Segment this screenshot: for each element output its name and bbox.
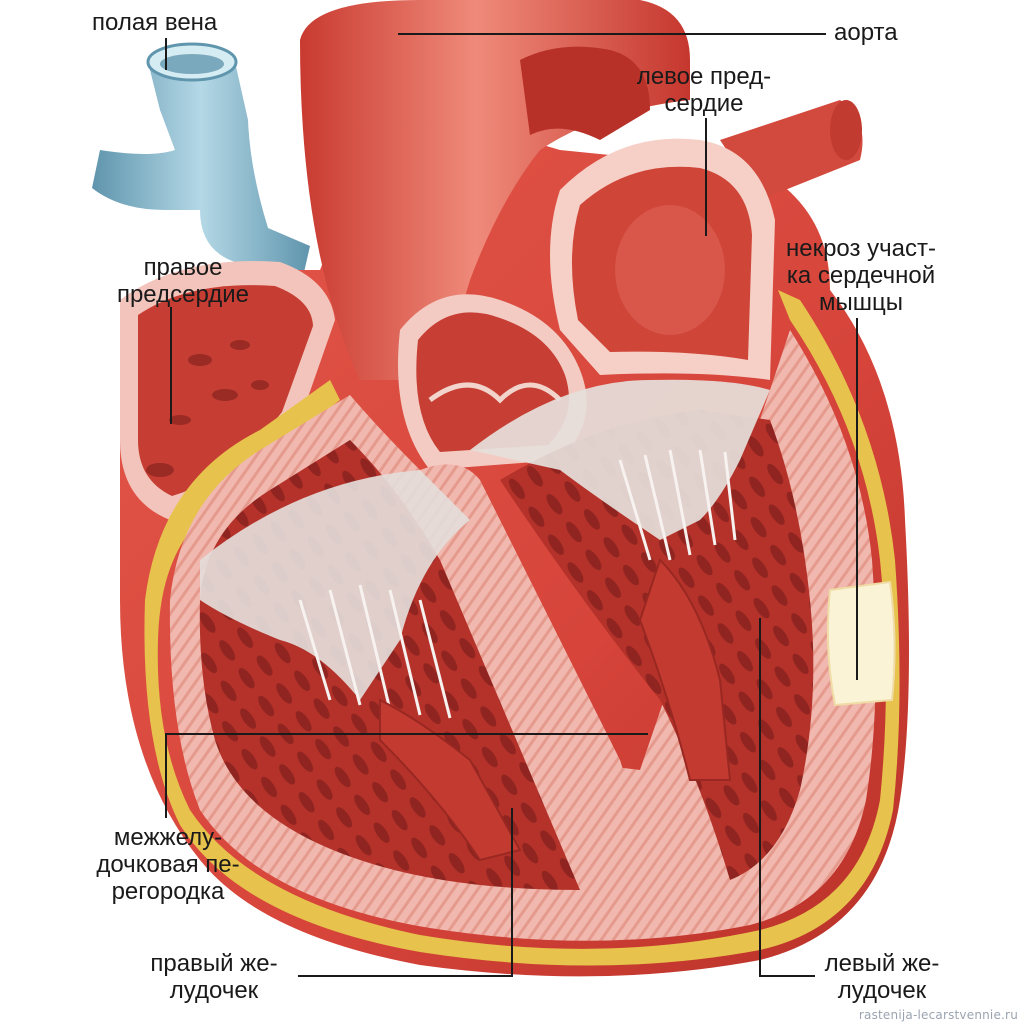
- necrosis-area: [826, 580, 896, 707]
- label-right-atrium: правое предсердие: [106, 254, 260, 308]
- label-left-ventricle-line-2: лудочек: [837, 977, 927, 1004]
- label-necrosis-line-1: некроз участ-: [785, 235, 937, 262]
- tricuspid-valve: [200, 470, 470, 719]
- label-left-atrium: левое пред- сердие: [617, 63, 791, 117]
- label-right-atrium-line-1: правое: [143, 254, 223, 281]
- watermark: rastenija-lecarstvennie.ru: [858, 1008, 1018, 1022]
- label-left-ventricle: левый же- лудочек: [812, 950, 952, 1004]
- interventricular-septum-shape: [420, 464, 640, 894]
- fat-layer: [144, 290, 900, 966]
- label-left-atrium-line-2: сердие: [664, 90, 744, 117]
- label-right-ventricle-line-2: лудочек: [169, 977, 259, 1004]
- label-aorta: аорта: [834, 19, 898, 46]
- vena-cava-vessel: [92, 42, 310, 290]
- label-right-atrium-line-2: предсердие: [116, 281, 250, 308]
- papillary-muscles: [379, 558, 732, 862]
- aorta-vessel: [300, 0, 690, 380]
- label-necrosis: некроз участ- ка сердечной мышцы: [768, 235, 954, 316]
- label-septum-line-2: дочковая пе-: [96, 851, 240, 878]
- leader-septum: [165, 733, 648, 818]
- label-septum-line-1: межжелу-: [113, 824, 223, 851]
- label-vena-cava-line-1: полая вена: [92, 9, 218, 36]
- label-necrosis-line-3: мышцы: [819, 289, 903, 316]
- label-right-ventricle-line-1: правый же-: [150, 950, 278, 977]
- label-left-atrium-line-1: левое пред-: [636, 63, 772, 90]
- label-vena-cava: полая вена: [92, 9, 217, 36]
- label-right-ventricle: правый же- лудочек: [138, 950, 290, 1004]
- label-aorta-line-1: аорта: [834, 19, 898, 46]
- label-septum: межжелу- дочковая пе- регородка: [78, 824, 258, 905]
- label-necrosis-line-2: ка сердечной: [786, 262, 936, 289]
- mitral-valve: [470, 379, 770, 561]
- label-septum-line-3: регородка: [111, 878, 225, 905]
- leader-left-ventricle: [759, 618, 815, 977]
- left-atrium-chamber: [550, 138, 775, 380]
- label-left-ventricle-line-1: левый же-: [824, 950, 940, 977]
- leader-right-ventricle: [298, 808, 513, 977]
- right-atrium-chamber: [120, 261, 335, 520]
- leader-lines: [165, 33, 858, 977]
